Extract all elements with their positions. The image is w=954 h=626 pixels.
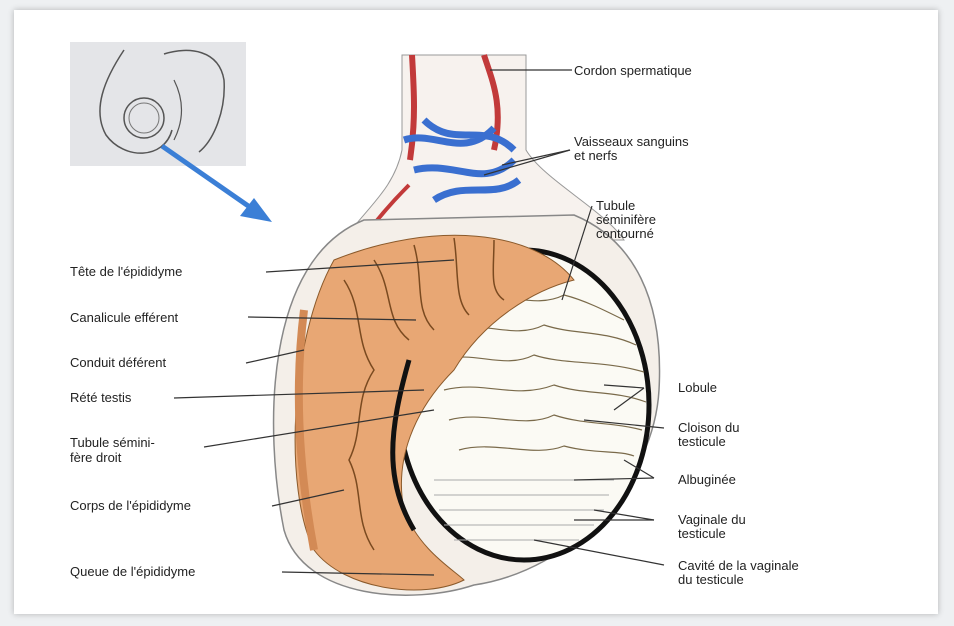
label-tete-epididyme: Tête de l'épididyme [70, 264, 182, 279]
label-tubule-droit-2: fère droit [70, 450, 121, 465]
label-tubule-contourne-2: séminifère [596, 212, 656, 227]
label-canalicule-efferent: Canalicule efférent [70, 310, 178, 325]
label-cloison-2: testicule [678, 434, 726, 449]
label-vaginale-2: testicule [678, 526, 726, 541]
label-vaisseaux-1: Vaisseaux sanguins [574, 134, 689, 149]
label-albuginee: Albuginée [678, 472, 736, 487]
label-tubule-droit-1: Tubule sémini- [70, 435, 155, 450]
label-conduit-deferent: Conduit déférent [70, 355, 166, 370]
label-cavite-1: Cavité de la vaginale [678, 558, 799, 573]
label-cordon-spermatique: Cordon spermatique [574, 63, 692, 78]
label-lobule: Lobule [678, 380, 717, 395]
label-cloison-1: Cloison du [678, 420, 739, 435]
label-tubule-contourne-1: Tubule [596, 198, 635, 213]
label-corps-epididyme: Corps de l'épididyme [70, 498, 191, 513]
label-queue-epididyme: Queue de l'épididyme [70, 564, 195, 579]
label-tubule-contourne-3: contourné [596, 226, 654, 241]
label-vaginale-1: Vaginale du [678, 512, 746, 527]
label-cavite-2: du testicule [678, 572, 744, 587]
figure-frame: Cordon spermatique Vaisseaux sanguins et… [14, 10, 938, 614]
label-rete-testis: Rété testis [70, 390, 131, 405]
label-vaisseaux-2: et nerfs [574, 148, 617, 163]
inset-anatomy [70, 42, 246, 166]
